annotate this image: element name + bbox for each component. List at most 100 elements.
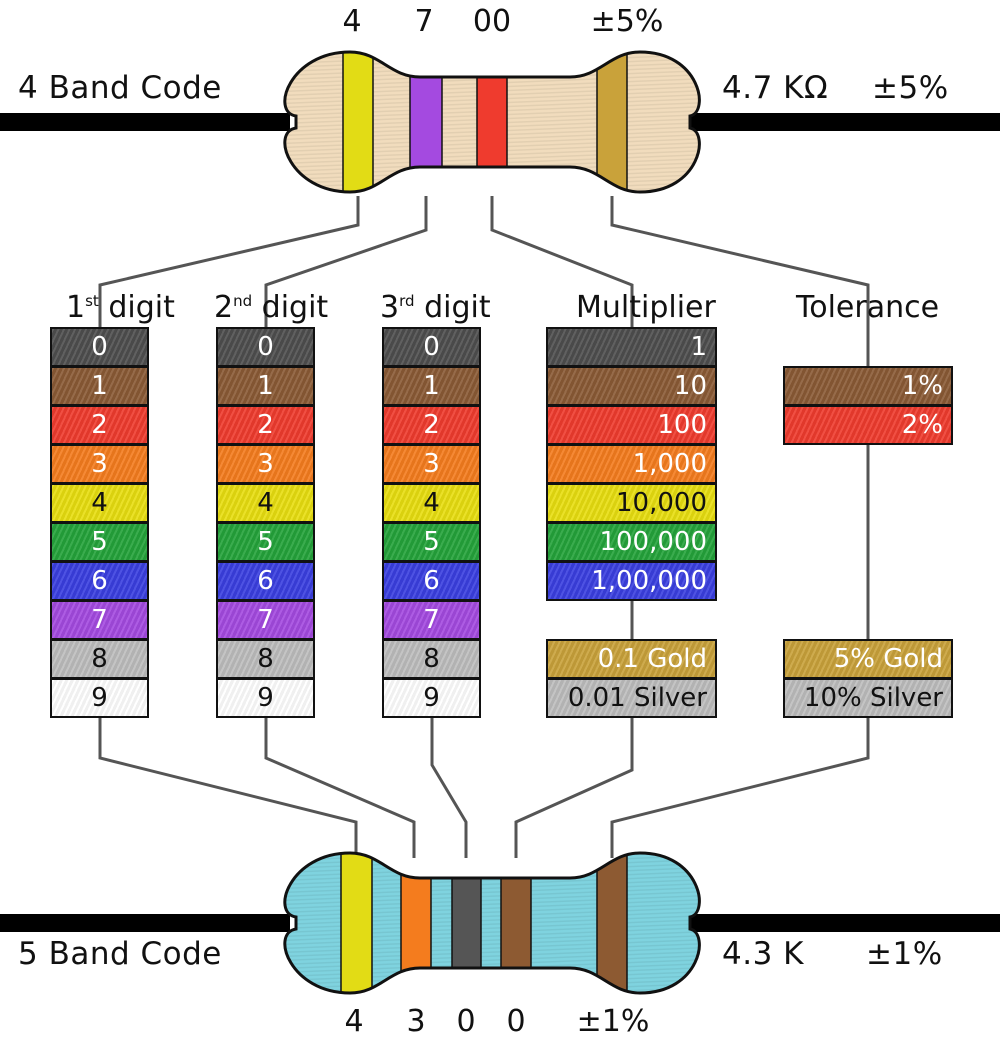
- digit1-cell-2: 2: [50, 405, 149, 445]
- multiplier-cell-1-label: 10: [673, 371, 707, 401]
- digit1-cell-5-label: 5: [91, 527, 108, 557]
- wire-top-band1: [98, 196, 360, 327]
- digit1-cell-0-label: 0: [91, 332, 108, 362]
- digit2-cell-1: 1: [216, 366, 315, 406]
- digit2-cell-4-label: 4: [257, 488, 274, 518]
- top-band-label-4: ±5%: [590, 4, 664, 39]
- header-tolerance: Tolerance: [796, 290, 940, 325]
- digit2-cell-7-label: 7: [257, 605, 274, 635]
- digit1-cell-9-label: 9: [91, 683, 108, 713]
- tolerance-extra-cell-1: 10% Silver: [783, 678, 953, 718]
- tolerance-cell-0: 1%: [783, 366, 953, 406]
- wire-bottom-band5: [610, 717, 870, 858]
- digit2-cell-5-label: 5: [257, 527, 274, 557]
- wire-bottom-band3: [430, 717, 468, 858]
- bottom-band-label-5: ±1%: [576, 1004, 650, 1039]
- digit2-cell-3: 3: [216, 444, 315, 484]
- bottom-resistor-band-5: [596, 853, 628, 993]
- header-3rd-digit: 3rd digit: [380, 290, 491, 325]
- digit2-cell-8: 8: [216, 639, 315, 679]
- digit1-cell-4-label: 4: [91, 488, 108, 518]
- multiplier-extra-cell-0: 0.1 Gold: [546, 639, 717, 679]
- wire-top-band3: [490, 196, 634, 327]
- digit3-cell-7-label: 7: [423, 605, 440, 635]
- top-resistor-right-lead: [690, 113, 1000, 131]
- top-band-label-2: 7: [414, 4, 434, 39]
- bottom-resistor-right-lead: [690, 914, 1000, 932]
- bottom-resistor-band-4: [500, 853, 532, 993]
- digit2-cell-0-label: 0: [257, 332, 274, 362]
- bottom-band-label-2: 3: [406, 1004, 426, 1039]
- digit3-cell-5-label: 5: [423, 527, 440, 557]
- digit1-cell-4: 4: [50, 483, 149, 523]
- bottom-band-label-4: 0: [506, 1004, 526, 1039]
- digit2-cell-1-label: 1: [257, 371, 274, 401]
- multiplier-extra-cell-1-label: 0.01 Silver: [567, 683, 707, 713]
- digit1-cell-7: 7: [50, 600, 149, 640]
- digit2-cell-7: 7: [216, 600, 315, 640]
- digit3-cell-3-label: 3: [423, 449, 440, 479]
- multiplier-cell-6: 1,00,000: [546, 561, 717, 601]
- digit2-cell-9: 9: [216, 678, 315, 718]
- tolerance-extra-cell-0-label: 5% Gold: [833, 644, 943, 674]
- multiplier-cell-5: 100,000: [546, 522, 717, 562]
- digit1-cell-3: 3: [50, 444, 149, 484]
- top-resistor-tolerance: ±5%: [872, 70, 949, 106]
- multiplier-cell-3: 1,000: [546, 444, 717, 484]
- digit3-cell-3: 3: [382, 444, 481, 484]
- digit1-cell-8-label: 8: [91, 644, 108, 674]
- bottom-band-label-3: 0: [456, 1004, 476, 1039]
- multiplier-cell-0-label: 1: [690, 332, 707, 362]
- bottom-resistor: [0, 851, 1000, 995]
- digit3-cell-9: 9: [382, 678, 481, 718]
- bottom-resistor-tolerance: ±1%: [866, 936, 943, 972]
- digit1-cell-6-label: 6: [91, 566, 108, 596]
- digit3-cell-5: 5: [382, 522, 481, 562]
- top-band-label-3: 00: [472, 4, 512, 39]
- multiplier-cell-0: 1: [546, 327, 717, 367]
- tolerance-cell-1: 2%: [783, 405, 953, 445]
- digit3-cell-2: 2: [382, 405, 481, 445]
- digit1-cell-3-label: 3: [91, 449, 108, 479]
- digit3-cell-0: 0: [382, 327, 481, 367]
- digit1-cell-9: 9: [50, 678, 149, 718]
- header-1st-digit: 1st digit: [66, 290, 175, 325]
- digit3-cell-8: 8: [382, 639, 481, 679]
- top-resistor-band-1: [342, 52, 374, 192]
- digit2-cell-2-label: 2: [257, 410, 274, 440]
- bottom-resistor-band-2: [400, 853, 432, 993]
- digit1-cell-7-label: 7: [91, 605, 108, 635]
- digit3-cell-4-label: 4: [423, 488, 440, 518]
- header-2nd-digit: 2nd digit: [214, 290, 329, 325]
- bottom-resistor-band-1: [340, 853, 373, 993]
- digit2-cell-8-label: 8: [257, 644, 274, 674]
- bottom-resistor-band-3: [451, 853, 482, 993]
- multiplier-cell-4: 10,000: [546, 483, 717, 523]
- multiplier-extra-cell-0-label: 0.1 Gold: [597, 644, 707, 674]
- digit3-cell-1: 1: [382, 366, 481, 406]
- top-resistor: [0, 50, 1000, 194]
- digit1-cell-8: 8: [50, 639, 149, 679]
- multiplier-cell-3-label: 1,000: [632, 449, 707, 479]
- tolerance-extra-cell-0: 5% Gold: [783, 639, 953, 679]
- top-resistor-band-3: [476, 52, 508, 192]
- multiplier-cell-5-label: 100,000: [599, 527, 707, 557]
- digit2-cell-9-label: 9: [257, 683, 274, 713]
- top-resistor-value: 4.7 KΩ: [722, 70, 829, 106]
- top-band-label-1: 4: [342, 4, 362, 39]
- digit3-cell-2-label: 2: [423, 410, 440, 440]
- digit3-cell-9-label: 9: [423, 683, 440, 713]
- wire-bottom-band2: [264, 717, 416, 858]
- multiplier-extra-cell-1: 0.01 Silver: [546, 678, 717, 718]
- digit2-cell-6: 6: [216, 561, 315, 601]
- digit2-cell-6-label: 6: [257, 566, 274, 596]
- digit2-cell-5: 5: [216, 522, 315, 562]
- digit2-cell-2: 2: [216, 405, 315, 445]
- bottom-resistor-left-lead: [0, 914, 290, 932]
- digit3-cell-8-label: 8: [423, 644, 440, 674]
- digit3-cell-1-label: 1: [423, 371, 440, 401]
- digit1-cell-1-label: 1: [91, 371, 108, 401]
- wire-bottom-band4: [514, 717, 634, 858]
- digit1-cell-2-label: 2: [91, 410, 108, 440]
